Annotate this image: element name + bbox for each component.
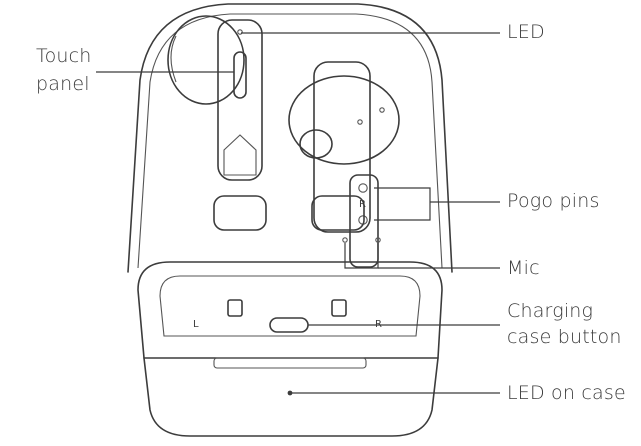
touch-panel-strip	[233, 51, 247, 99]
mic-label: Mic	[507, 257, 540, 279]
touch-panel-label-line1: Touch	[36, 45, 92, 67]
earbud-led-dot	[237, 29, 243, 35]
charging-case-button	[269, 317, 309, 333]
earbud-side-marking: R	[359, 199, 366, 210]
pogo-pin-plate	[349, 174, 379, 268]
led-on-case-label: LED on case	[507, 382, 626, 404]
case-base: L R	[137, 261, 443, 437]
case-lid	[127, 3, 453, 273]
touch-panel-label-line2: panel	[36, 73, 90, 95]
led-label: LED	[507, 21, 545, 43]
charging-button-label-line2: case button	[507, 326, 622, 348]
leader-lines	[96, 32, 500, 394]
right-earbud: R	[288, 61, 400, 268]
mic-hole-icon	[342, 237, 348, 243]
pogo-pin-icon	[358, 183, 368, 193]
mic-hole-icon	[375, 237, 381, 243]
case-led-dot	[287, 390, 293, 396]
left-earbud	[167, 15, 267, 231]
pogo-pins-label: Pogo pins	[507, 190, 600, 212]
case-left-marking: L	[193, 319, 199, 330]
charging-button-label-line1: Charging	[507, 300, 594, 322]
